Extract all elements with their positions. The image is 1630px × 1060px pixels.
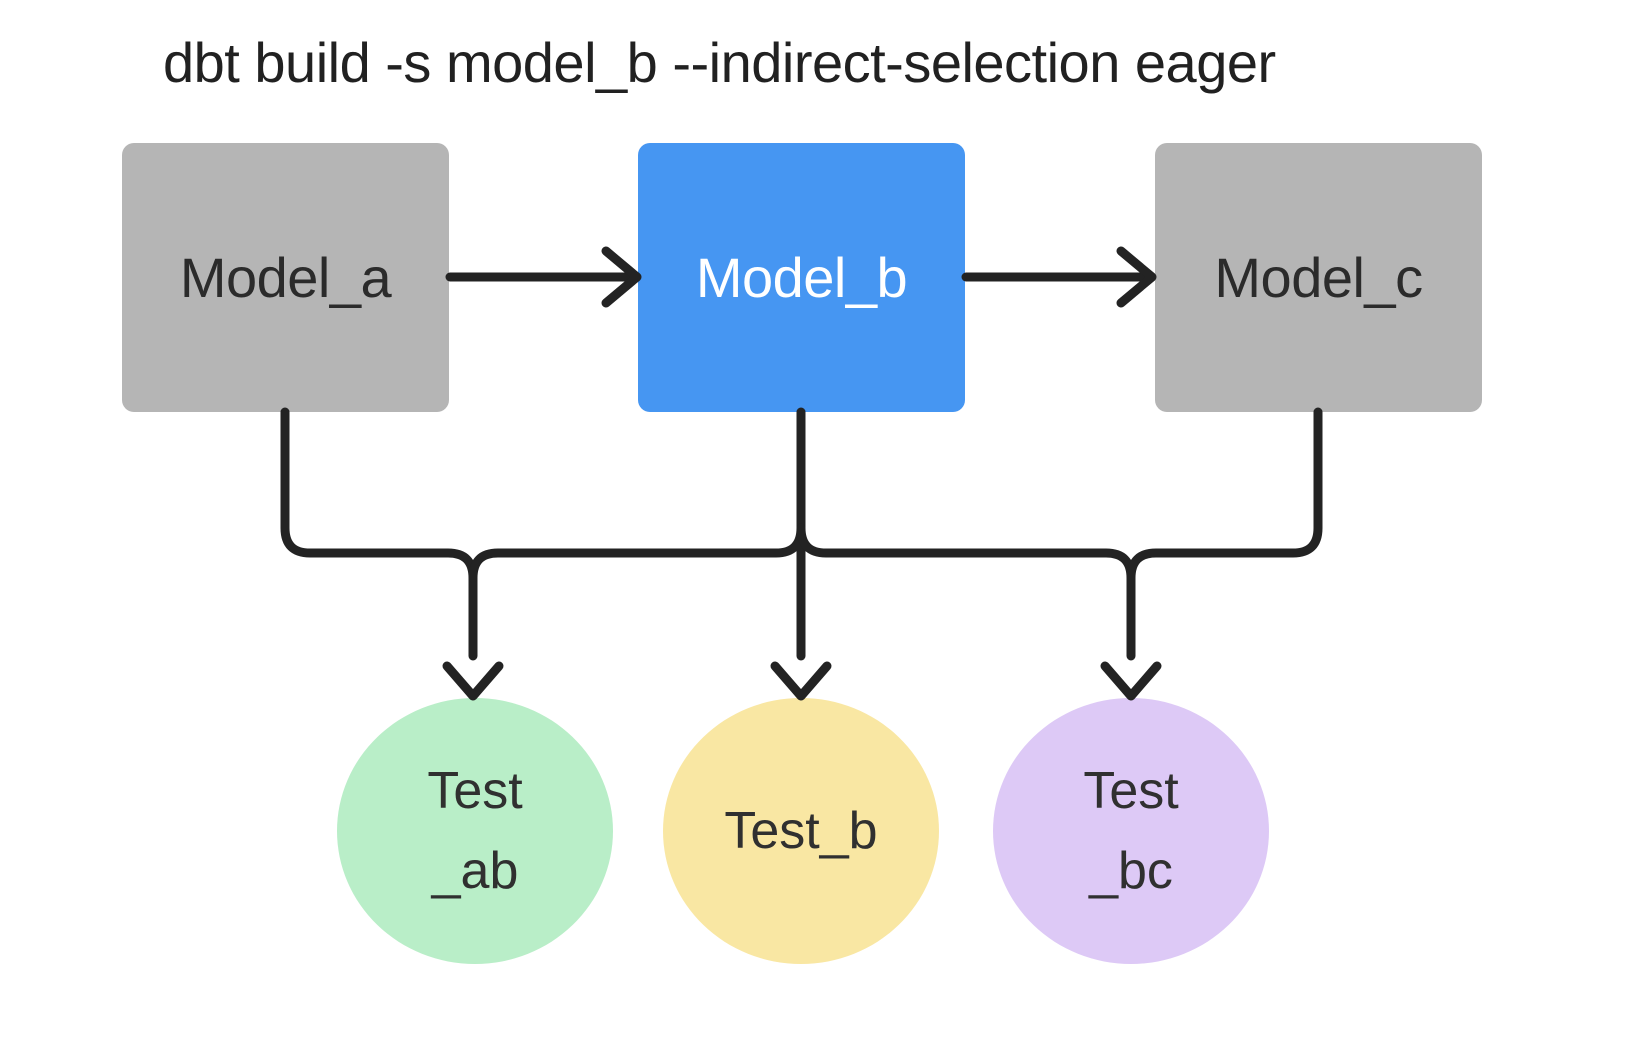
model-b-node: Model_b	[638, 143, 965, 412]
test-b-node: Test_b	[663, 698, 939, 964]
test-b-label: Test_b	[724, 791, 877, 871]
model-a-label: Model_a	[179, 246, 392, 309]
arrowhead-model-b-icon	[601, 246, 642, 308]
edge-model-a-to-test-ab	[280, 407, 478, 661]
test-bc-label-line1: Test	[1083, 762, 1179, 820]
model-b-label: Model_b	[695, 246, 908, 309]
arrowhead-test-bc-icon	[1100, 661, 1162, 701]
test-ab-node: Test _ab	[337, 698, 613, 964]
test-bc-label: Test _bc	[1083, 751, 1178, 911]
test-ab-label-line1: Test	[427, 762, 523, 820]
edge-model-c-to-test-bc	[1126, 407, 1323, 661]
edge-model-b-to-test-ab	[468, 523, 806, 583]
model-c-node: Model_c	[1155, 143, 1482, 412]
arrowhead-model-c-icon	[1116, 246, 1157, 308]
edge-model-b-to-test-bc	[796, 523, 1136, 583]
model-a-node: Model_a	[122, 143, 449, 412]
test-bc-node: Test _bc	[993, 698, 1269, 964]
test-ab-label: Test _ab	[427, 751, 522, 911]
model-c-label: Model_c	[1214, 246, 1423, 309]
test-b-label-line1: Test_b	[724, 802, 878, 860]
command-title: dbt build -s model_b --indirect-selectio…	[163, 31, 1276, 94]
test-bc-label-line2: _bc	[1089, 842, 1173, 900]
arrowhead-test-ab-icon	[442, 661, 504, 701]
arrowhead-test-b-icon	[770, 661, 832, 701]
test-ab-label-line2: _ab	[431, 842, 519, 900]
